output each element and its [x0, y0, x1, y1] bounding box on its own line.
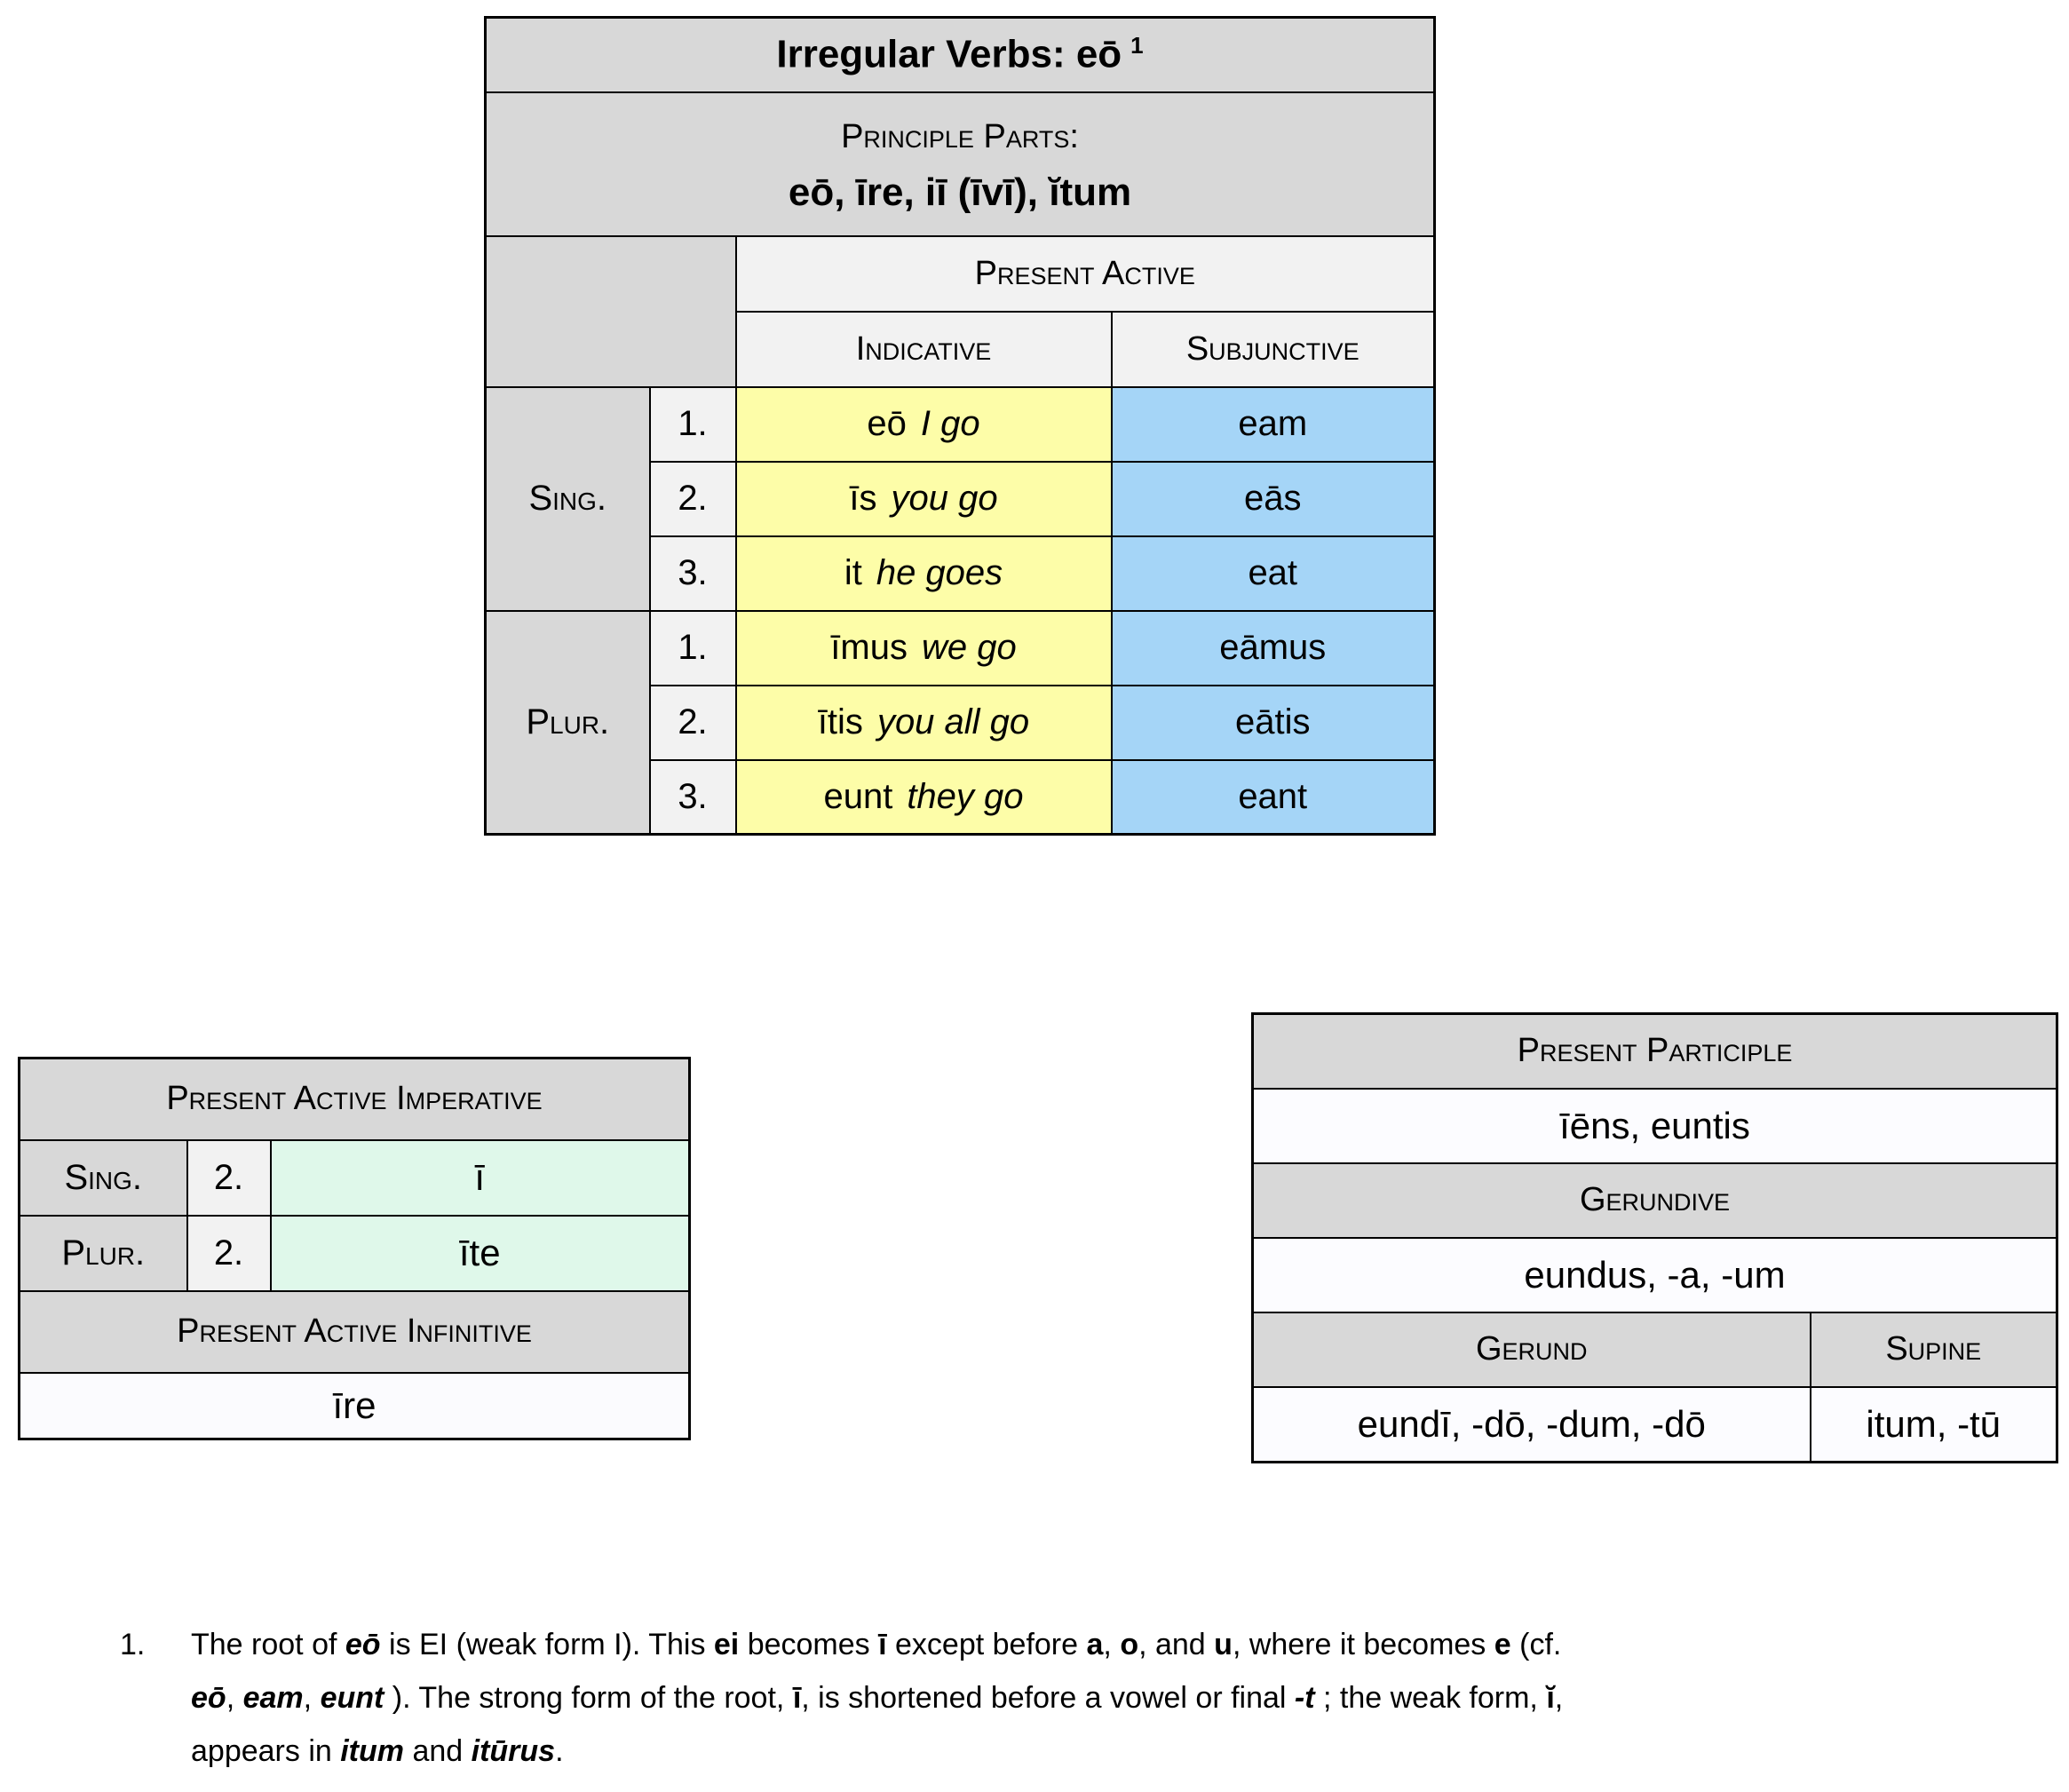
footnote-number: 1. — [120, 1628, 146, 1661]
gerund-value-cell: eundī, -dō, -dum, -dō — [1251, 1385, 1811, 1463]
table-row: Gerund Supine — [1251, 1311, 2058, 1388]
subjunctive-cell: eat — [1110, 535, 1436, 612]
principle-parts-label: Principle Parts: — [841, 118, 1079, 155]
gerundive-header: Gerundive — [1251, 1162, 2058, 1239]
person-number: 3. — [648, 535, 737, 612]
subjunctive-cell: eam — [1110, 385, 1436, 463]
plural-label: Plur. — [18, 1214, 188, 1292]
subjunctive-cell: eās — [1110, 460, 1436, 537]
imperative-form-cell: īte — [269, 1214, 691, 1292]
table-row: 2. ītis you all go eātis — [486, 684, 1436, 761]
latin-form: īmus — [830, 628, 908, 667]
person-number: 2. — [186, 1138, 272, 1217]
singular-label: Sing. — [18, 1138, 188, 1217]
footnote-ref: 1 — [1130, 32, 1144, 59]
main-conjugation-table: Irregular Verbs: eō 1 Principle Parts: eō… — [484, 16, 1436, 836]
infinitive-header: Present Active Infinitive — [18, 1289, 691, 1374]
person-number: 1. — [648, 385, 737, 463]
blank-corner-cell — [484, 234, 737, 388]
indicative-cell: eunt they go — [734, 758, 1113, 836]
indicative-cell: īs you go — [734, 460, 1113, 537]
table-row: īre — [18, 1371, 691, 1440]
footnote: 1. The root of eō is EI (weak form I). T… — [120, 1618, 2047, 1778]
table-row: Sing. 2. ī — [18, 1138, 691, 1217]
table-row: Plur. 1. īmus we go eāmus — [484, 609, 1436, 836]
person-number: 2. — [186, 1214, 272, 1292]
indicative-header: Indicative — [734, 310, 1113, 388]
table-row: Gerundive — [1251, 1162, 2058, 1239]
table-row: Present Active — [484, 234, 1436, 388]
table-row: 3. it he goes eat — [486, 535, 1436, 612]
indicative-cell: it he goes — [734, 535, 1113, 612]
english-gloss: you all go — [876, 702, 1030, 741]
latin-form: it — [844, 553, 862, 592]
principle-parts-cell: Principle Parts: eō, īre, iī (īvī), ĭtum — [484, 91, 1436, 237]
supine-header: Supine — [1809, 1311, 2058, 1388]
footnote-text: The root of eō is EI (weak form I). This… — [191, 1628, 1564, 1768]
latin-form: eō — [867, 404, 907, 443]
present-active-header: Present Active — [734, 234, 1436, 313]
subjunctive-cell: eātis — [1110, 684, 1436, 761]
english-gloss: you go — [891, 479, 998, 518]
latin-form: ītis — [817, 702, 863, 741]
plural-label: Plur. — [484, 609, 651, 836]
table-row: īēns, euntis — [1251, 1087, 2058, 1164]
latin-form: īs — [849, 479, 877, 518]
principle-parts-value: eō, īre, iī (īvī), ĭtum — [788, 170, 1132, 214]
person-number: 3. — [648, 758, 737, 836]
table-row: eundus, -a, -um — [1251, 1236, 2058, 1313]
imperative-form-cell: ī — [269, 1138, 691, 1217]
subjunctive-cell: eāmus — [1110, 609, 1436, 686]
subjunctive-cell: eant — [1110, 758, 1436, 836]
table-row: Present Participle — [1251, 1012, 2058, 1090]
imperative-header: Present Active Imperative — [18, 1057, 691, 1141]
table-row: Present Active Infinitive — [18, 1289, 691, 1374]
table-row: eundī, -dō, -dum, -dō itum, -tū — [1251, 1385, 2058, 1463]
present-participle-header: Present Participle — [1251, 1012, 2058, 1090]
table-title-cell: Irregular Verbs: eō 1 — [484, 16, 1436, 93]
person-number: 2. — [648, 684, 737, 761]
english-gloss: he goes — [876, 553, 1003, 592]
person-number: 1. — [648, 609, 737, 686]
indicative-cell: eō I go — [734, 385, 1113, 463]
table-row: Principle Parts: eō, īre, iī (īvī), ĭtum — [484, 91, 1436, 237]
table-row: Plur. 2. īte — [18, 1214, 691, 1292]
gerundive-value-cell: eundus, -a, -um — [1251, 1236, 2058, 1313]
present-participle-value-cell: īēns, euntis — [1251, 1087, 2058, 1164]
english-gloss: I go — [920, 404, 980, 443]
indicative-cell: īmus we go — [734, 609, 1113, 686]
table-row: Present Active Imperative — [18, 1057, 691, 1141]
latin-form: eunt — [823, 776, 893, 816]
imperative-infinitive-table: Present Active Imperative Sing. 2. ī Plu… — [18, 1057, 691, 1440]
english-gloss: we go — [921, 628, 1017, 667]
supine-value-cell: itum, -tū — [1809, 1385, 2058, 1463]
participle-gerund-table: Present Participle īēns, euntis Gerundiv… — [1251, 1012, 2058, 1463]
table-row: Sing. 1. eō I go eam — [484, 385, 1436, 612]
person-number: 2. — [648, 460, 737, 537]
subjunctive-header: Subjunctive — [1110, 310, 1436, 388]
english-gloss: they go — [907, 776, 1024, 816]
singular-label: Sing. — [484, 385, 651, 612]
table-row: 2. īs you go eās — [486, 460, 1436, 537]
infinitive-value-cell: īre — [18, 1371, 691, 1440]
table-row: 3. eunt they go eant — [486, 758, 1436, 836]
table-row: Irregular Verbs: eō 1 — [484, 16, 1436, 93]
table-title: Irregular Verbs: eō — [776, 33, 1122, 77]
indicative-cell: ītis you all go — [734, 684, 1113, 761]
gerund-header: Gerund — [1251, 1311, 1811, 1388]
table-row: Indicative Subjunctive — [486, 310, 1436, 388]
